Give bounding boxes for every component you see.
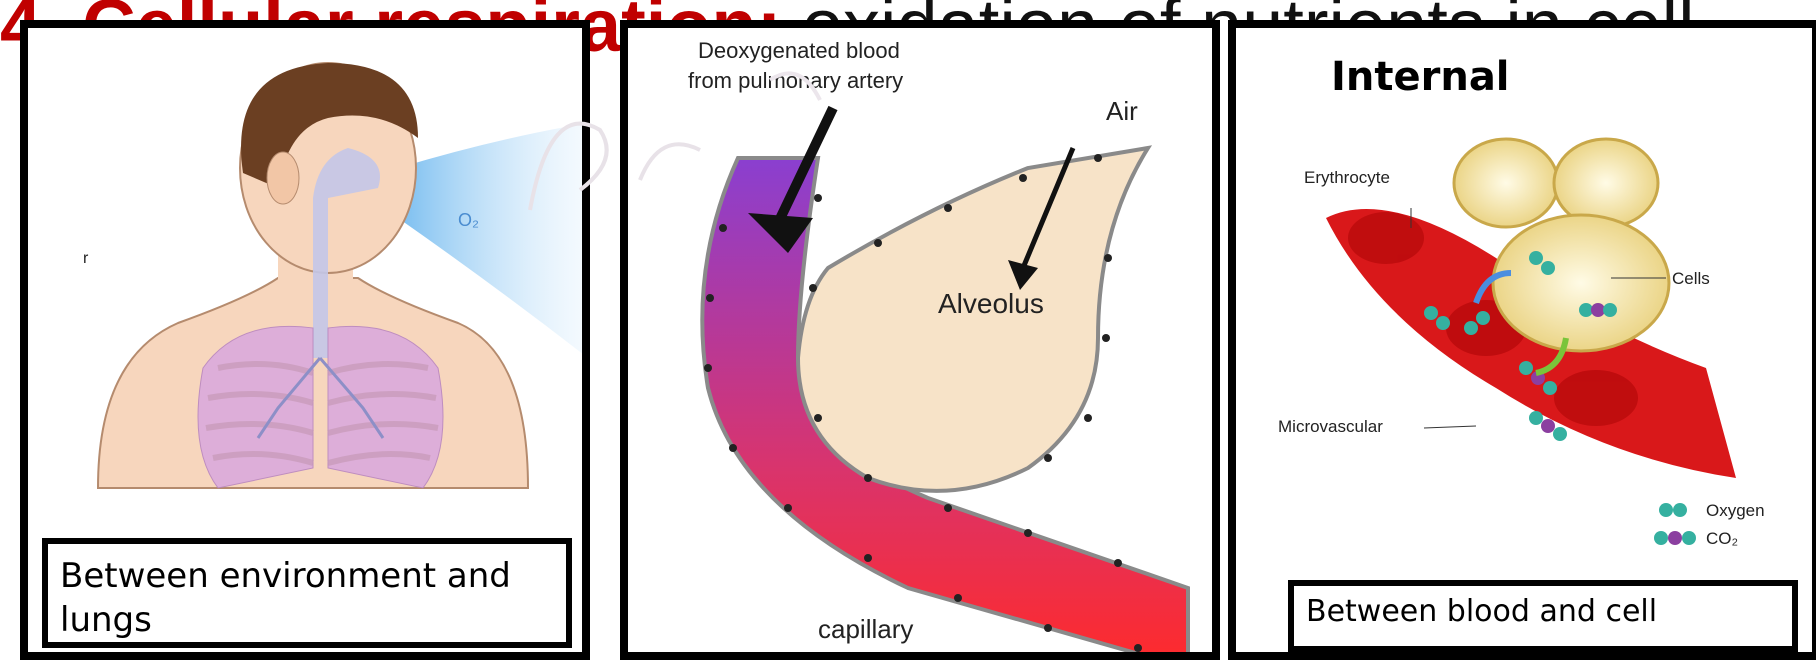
caption-text: Between environment and lungs xyxy=(60,556,511,640)
blood-label-line2: from pulmonary artery xyxy=(688,68,903,93)
microvascular-leader-line xyxy=(1424,426,1476,428)
left-edge-label: r xyxy=(83,250,89,267)
alveolus-capillary-diagram: Deoxygenated blood from pulmonary artery… xyxy=(628,28,1220,660)
alveolus-sac xyxy=(798,148,1148,491)
legend-co2-label: CO₂ xyxy=(1706,529,1738,548)
ear xyxy=(267,152,299,204)
erythrocyte-label: Erythrocyte xyxy=(1304,168,1390,187)
air-label: Air xyxy=(1106,96,1138,126)
cells-label: Cells xyxy=(1672,269,1710,288)
microvascular-label: Microvascular xyxy=(1278,417,1383,436)
legend-co2-icon xyxy=(1654,531,1696,545)
caption-text: Between blood and cell xyxy=(1306,594,1657,629)
caption-blood-cell: Between blood and cell xyxy=(1288,580,1798,652)
caption-environment-lungs: Between environment and lungs xyxy=(42,538,572,648)
internal-heading: Internal xyxy=(1331,54,1510,100)
panel-environment-lungs: r O₂ Between environment and lungs xyxy=(20,20,590,660)
o2-label: O₂ xyxy=(458,210,479,230)
panel-internal: Internal Erythrocyte Cells Microvascular… xyxy=(1228,20,1816,660)
panel-alveolus: Deoxygenated blood from pulmonary artery… xyxy=(620,20,1220,660)
alveolus-label: Alveolus xyxy=(938,288,1044,319)
capillary-label: capillary xyxy=(818,614,913,644)
legend-oxygen-label: Oxygen xyxy=(1706,501,1765,520)
legend-oxygen-icon xyxy=(1659,503,1687,517)
blood-label-line1: Deoxygenated blood xyxy=(698,38,900,63)
blood-cell-exchange-diagram: Internal Erythrocyte Cells Microvascular… xyxy=(1236,28,1816,660)
